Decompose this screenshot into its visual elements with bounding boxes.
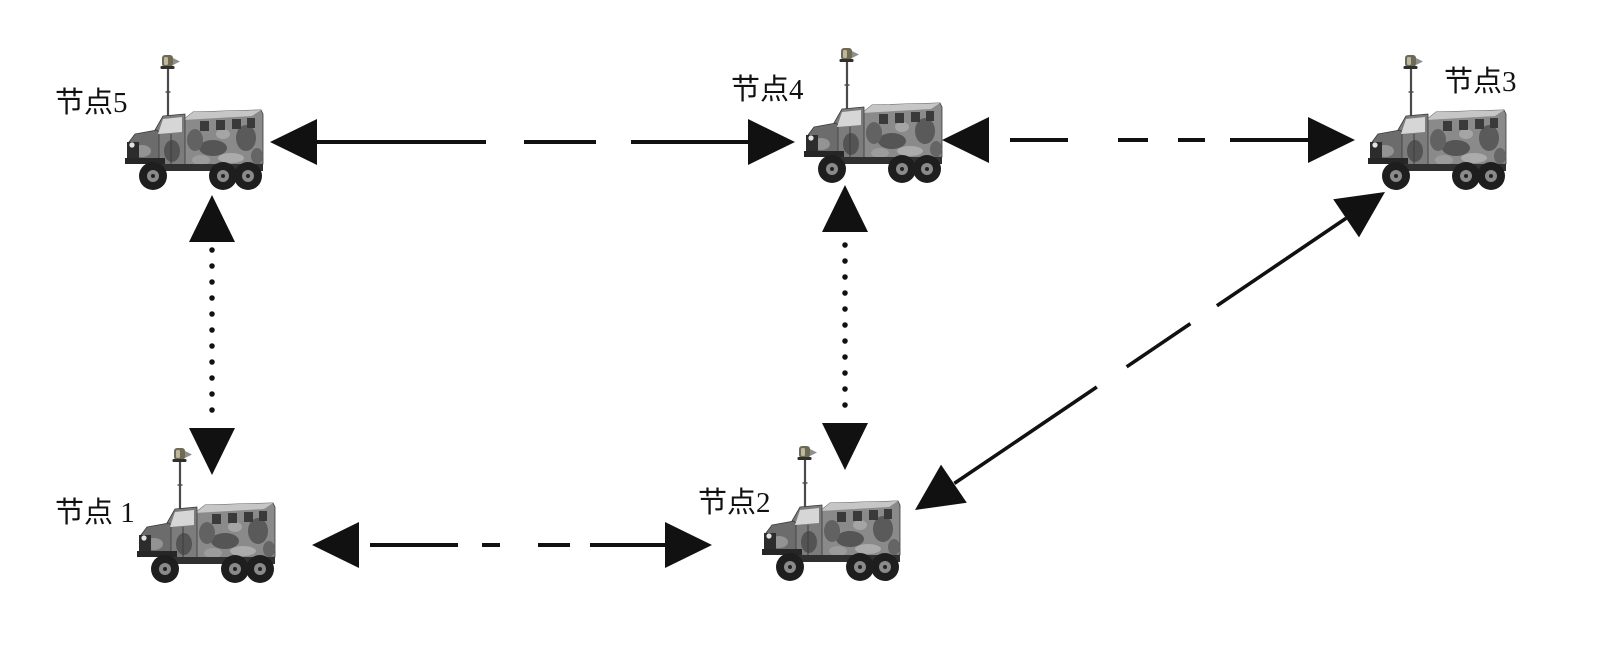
dashed-connector-line [952,216,1348,486]
arrowhead-node-2 [915,464,967,510]
arrowhead-node-3 [1333,192,1385,238]
node-2: 节点2 [698,446,900,581]
arrowhead-node-5 [270,119,317,165]
arrowhead-node-4 [748,119,795,165]
arrowhead-node-2 [665,522,712,568]
node-4: 节点4 [731,48,942,183]
edge-4-3 [942,117,1355,163]
node-label-4: 节点4 [731,73,804,106]
node-1: 节点 1 [55,448,275,583]
edge-5-1 [189,195,235,475]
node-5: 节点5 [55,55,263,190]
node-label-2: 节点2 [698,486,771,519]
arrowhead-node-1 [189,428,235,475]
edge-5-4 [270,119,795,165]
node-label-1: 节点 1 [55,496,135,529]
arrowhead-node-2 [822,423,868,470]
edge-3-2 [915,192,1385,510]
arrowhead-node-4 [942,117,989,163]
node-label-5: 节点5 [55,86,128,119]
arrowhead-node-1 [312,522,359,568]
arrowhead-node-5 [189,195,235,242]
node-label-3: 节点3 [1444,65,1517,98]
arrowhead-node-3 [1308,117,1355,163]
edge-1-2 [312,522,712,568]
edge-4-2 [822,185,868,470]
connection-arrows [189,117,1385,568]
node-3: 节点3 [1368,55,1517,190]
arrowhead-node-4 [822,185,868,232]
